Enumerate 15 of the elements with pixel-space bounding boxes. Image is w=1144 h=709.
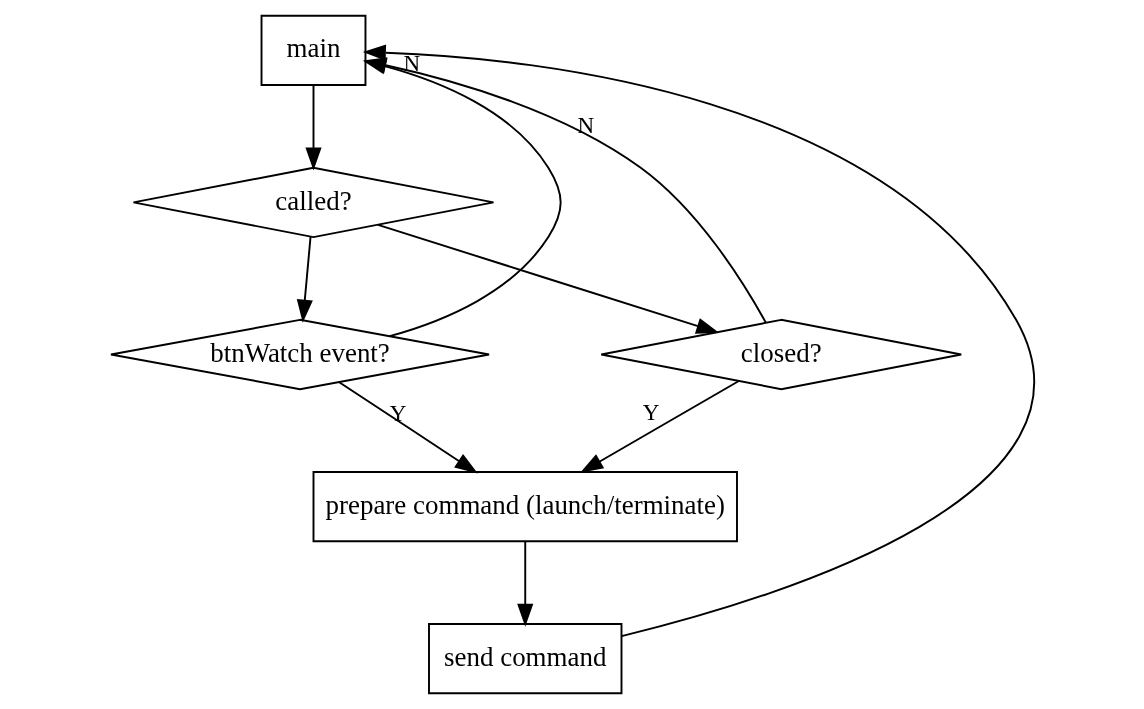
arrow xyxy=(516,540,533,627)
node-box: main xyxy=(260,14,366,86)
arrow xyxy=(304,84,322,171)
arrow xyxy=(296,235,313,323)
node-box: send command xyxy=(427,623,622,695)
edge-label: Y xyxy=(642,398,659,425)
node-diamond: btnWatch event? xyxy=(109,318,490,391)
arrow xyxy=(337,381,478,474)
arrow xyxy=(376,223,719,334)
edge-label: N xyxy=(577,111,594,138)
node-diamond: called? xyxy=(132,166,494,239)
node-box: prepare command (launch/terminate) xyxy=(312,470,738,543)
arrow xyxy=(579,380,739,473)
edge-label: Y xyxy=(389,399,406,426)
edge-label: N xyxy=(402,50,420,77)
